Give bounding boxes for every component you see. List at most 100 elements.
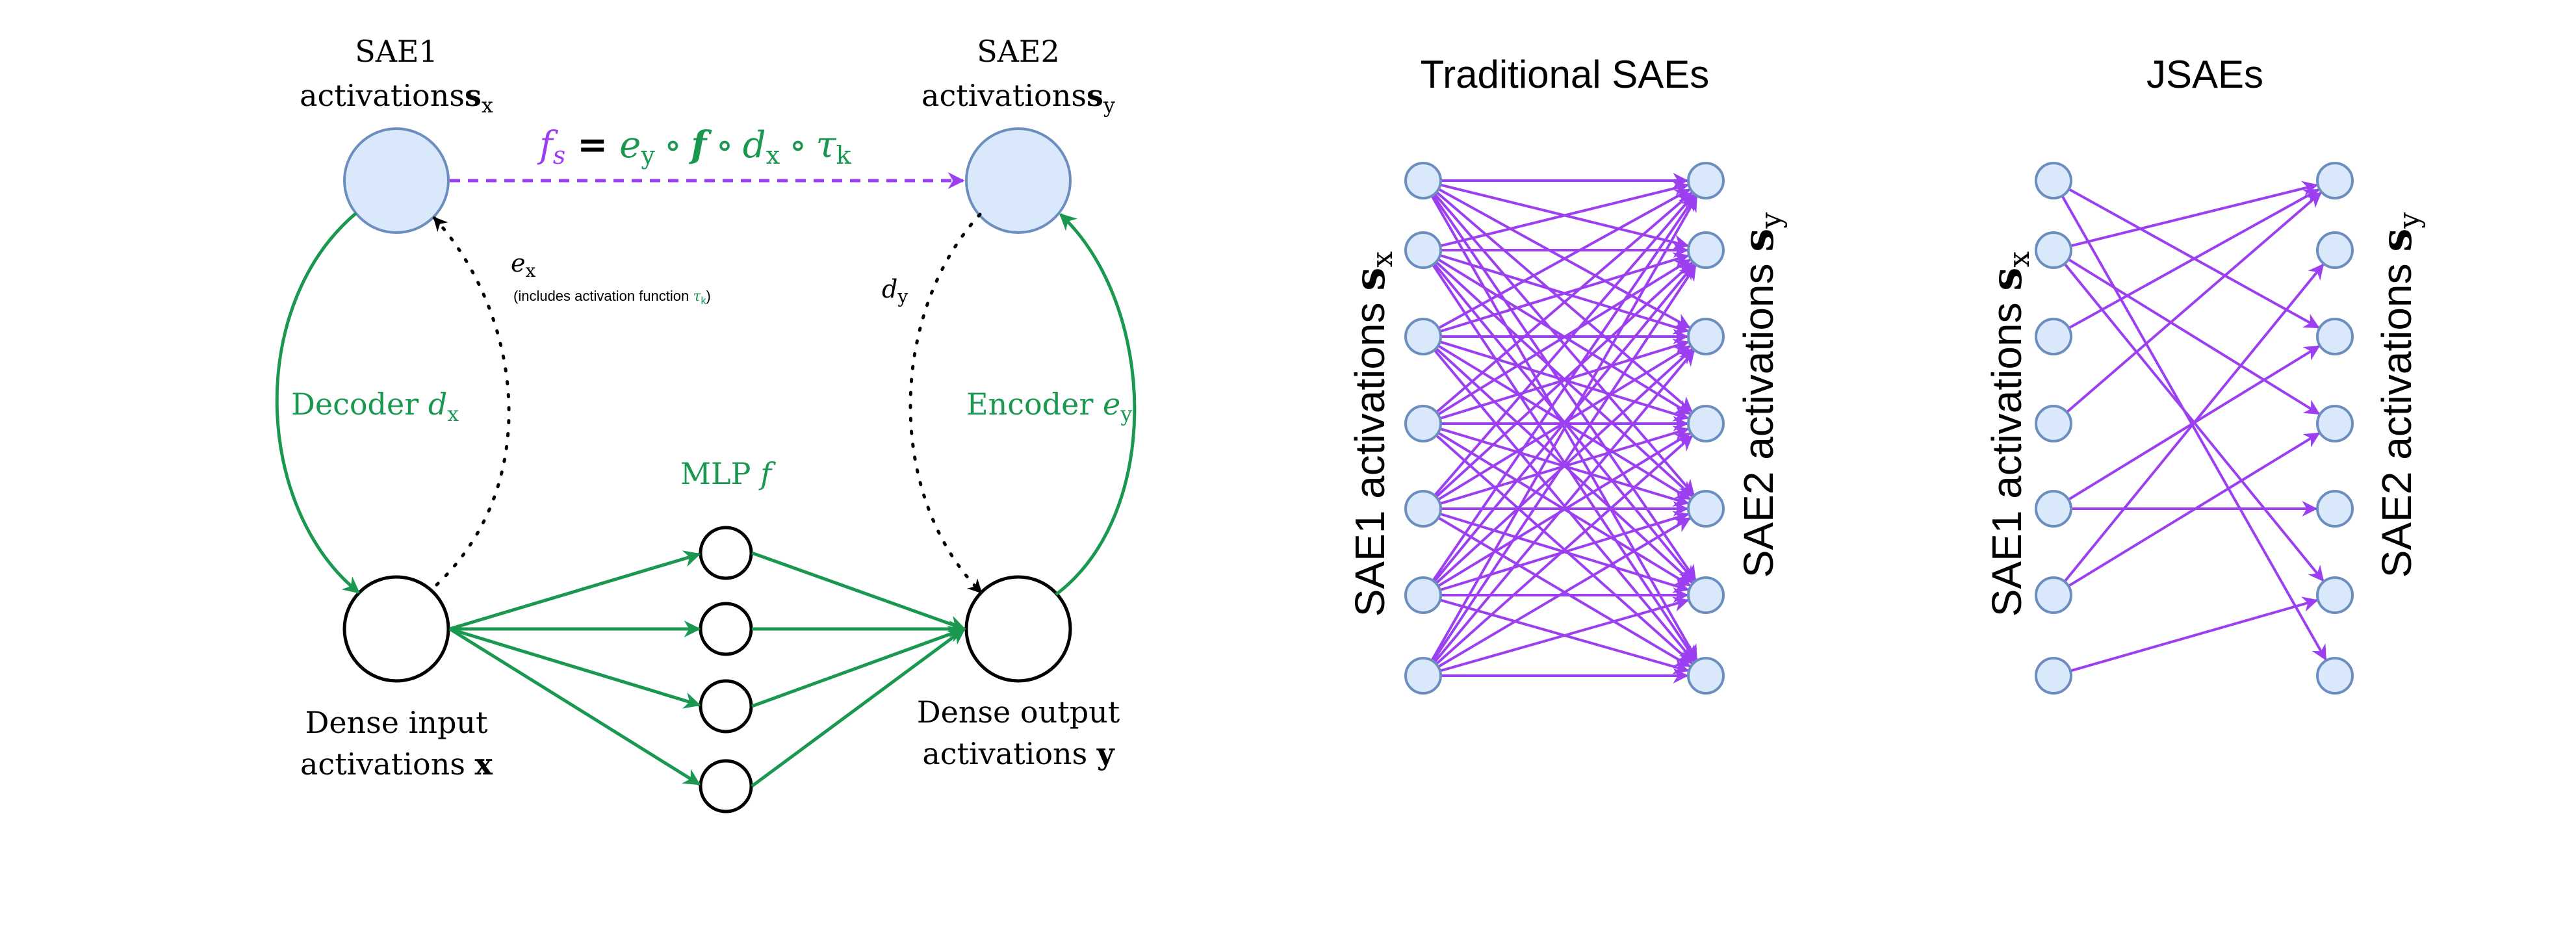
dense-output-line2: activations y bbox=[922, 736, 1115, 771]
mlp-output-edges bbox=[751, 551, 966, 788]
decoder-arrow bbox=[275, 212, 361, 594]
mlp-edge bbox=[448, 627, 701, 786]
decoder-label: Decoder dx bbox=[291, 387, 459, 426]
sae1-activations-label: activationssx bbox=[300, 78, 493, 118]
sae2-latent-node bbox=[1687, 490, 1725, 528]
mlp-edge bbox=[751, 551, 966, 632]
sae2-latent-node bbox=[1687, 162, 1725, 199]
connection-edge bbox=[1430, 196, 1698, 661]
sae2-latent-node bbox=[2316, 318, 2354, 355]
sae1-title: SAE1 bbox=[355, 34, 438, 69]
connection-edge bbox=[2068, 188, 2320, 329]
dense-input-node bbox=[342, 575, 450, 683]
sae2-latent-node bbox=[2316, 231, 2354, 269]
sae2-latent-node bbox=[1687, 231, 1725, 269]
jsaes-panel: JSAEs SAE1 activations sx SAE2 activatio… bbox=[1983, 53, 2426, 695]
traditional-saes-panel: Traditional SAEs SAE1 activations sx SAE… bbox=[1346, 53, 1788, 695]
connection-edge bbox=[1435, 348, 1694, 585]
sae2-latent-node bbox=[2316, 162, 2354, 199]
mlp-label: MLP f bbox=[680, 456, 776, 491]
sae1-latent-node bbox=[1404, 405, 1442, 442]
sae2-latent-node bbox=[1687, 405, 1725, 442]
connection-edge bbox=[1432, 194, 1697, 582]
sae2-latent-node bbox=[1687, 657, 1725, 695]
mlp-hidden-node bbox=[699, 759, 753, 813]
sae2-activations-label: activationssy bbox=[921, 78, 1115, 118]
connection-edge bbox=[1435, 261, 1694, 498]
connection-edge bbox=[2063, 263, 2325, 583]
connection-edge bbox=[1434, 194, 1695, 496]
jsae-edges bbox=[2061, 181, 2327, 672]
dense-input-line2: activations x bbox=[300, 747, 493, 782]
dy-label: dy bbox=[882, 275, 908, 307]
connection-edge bbox=[2066, 192, 2322, 413]
connection-edge bbox=[2070, 181, 2319, 248]
sae1-latent-node bbox=[2035, 231, 2072, 269]
connection-edge bbox=[2070, 596, 2319, 672]
sae2-node bbox=[965, 127, 1072, 234]
dense-input-line1: Dense input bbox=[305, 705, 488, 740]
sae2-title: SAE2 bbox=[977, 34, 1060, 69]
connection-edge bbox=[2068, 432, 2321, 587]
mlp-edge bbox=[751, 627, 966, 788]
mlp-input-edges bbox=[448, 550, 701, 786]
mlp-edge bbox=[751, 626, 966, 708]
dense-output-line1: Dense output bbox=[917, 695, 1120, 730]
sae2-latent-node bbox=[1687, 318, 1725, 355]
sae2-latent-node bbox=[1687, 576, 1725, 614]
ex-note: (includes activation function τk) bbox=[513, 288, 711, 307]
mlp-hidden-node bbox=[699, 526, 753, 580]
traditional-left-axis-label: SAE1 activations sx bbox=[1346, 251, 1399, 617]
encoder-label: Encoder ey bbox=[966, 387, 1132, 426]
connection-edge bbox=[1437, 259, 1692, 416]
mlp-hidden-node bbox=[699, 679, 753, 734]
ex-dotted-arrow bbox=[432, 216, 511, 587]
sae1-latent-node bbox=[1404, 231, 1442, 269]
sae1-latent-node bbox=[1404, 162, 1442, 199]
sae2-latent-node bbox=[2316, 405, 2354, 442]
sae1-node bbox=[343, 127, 450, 234]
sae1-latent-node bbox=[1404, 576, 1442, 614]
mlp-edge bbox=[449, 627, 701, 709]
jsae-nodes bbox=[2035, 162, 2354, 695]
sae1-latent-node bbox=[1404, 318, 1442, 355]
sae1-latent-node bbox=[2035, 576, 2072, 614]
connection-edge bbox=[1437, 517, 1692, 668]
connection-edge bbox=[2061, 195, 2327, 661]
connection-edge bbox=[1433, 350, 1695, 663]
connection-edge bbox=[2067, 258, 2321, 415]
traditional-nodes bbox=[1404, 162, 1725, 695]
sae1-latent-node bbox=[2035, 318, 2072, 355]
connection-edge bbox=[1432, 264, 1697, 662]
sae1-latent-node bbox=[2035, 405, 2072, 442]
mlp-edge bbox=[449, 550, 701, 631]
mlp-hidden-node bbox=[699, 602, 753, 656]
traditional-right-axis-label: SAE2 activations sy bbox=[1734, 212, 1788, 578]
dense-output-node bbox=[964, 575, 1072, 683]
connection-edge bbox=[1439, 511, 1690, 592]
sae2-latent-node bbox=[2316, 490, 2354, 528]
traditional-title: Traditional SAEs bbox=[1421, 53, 1710, 96]
sae1-latent-node bbox=[2035, 490, 2072, 528]
encoder-arrow bbox=[1055, 213, 1137, 596]
jsae-left-axis-label: SAE1 activations sx bbox=[1983, 251, 2036, 617]
connection-edge bbox=[1437, 432, 1692, 587]
connection-edge bbox=[1435, 435, 1694, 665]
sae2-latent-node bbox=[2316, 657, 2354, 695]
jsae-title: JSAEs bbox=[2146, 53, 2263, 96]
sae1-latent-node bbox=[2035, 162, 2072, 199]
ex-label: ex bbox=[511, 249, 536, 281]
sae1-latent-node bbox=[1404, 657, 1442, 695]
joint-sae-diagram: SAE1 activationssx SAE2 activationssy fs… bbox=[275, 34, 1137, 813]
connection-edge bbox=[1439, 596, 1690, 672]
traditional-edges bbox=[1430, 173, 1698, 684]
sae1-latent-node bbox=[2035, 657, 2072, 695]
sae1-latent-node bbox=[1404, 490, 1442, 528]
connection-edge bbox=[1439, 181, 1690, 248]
connection-edge bbox=[1436, 192, 1693, 413]
connection-edge bbox=[1437, 188, 1691, 329]
connection-edge bbox=[1433, 263, 1695, 583]
sparse-function-formula: fs=ey∘f∘dx∘τk bbox=[537, 123, 852, 170]
jsae-right-axis-label: SAE2 activations sy bbox=[2373, 212, 2426, 578]
